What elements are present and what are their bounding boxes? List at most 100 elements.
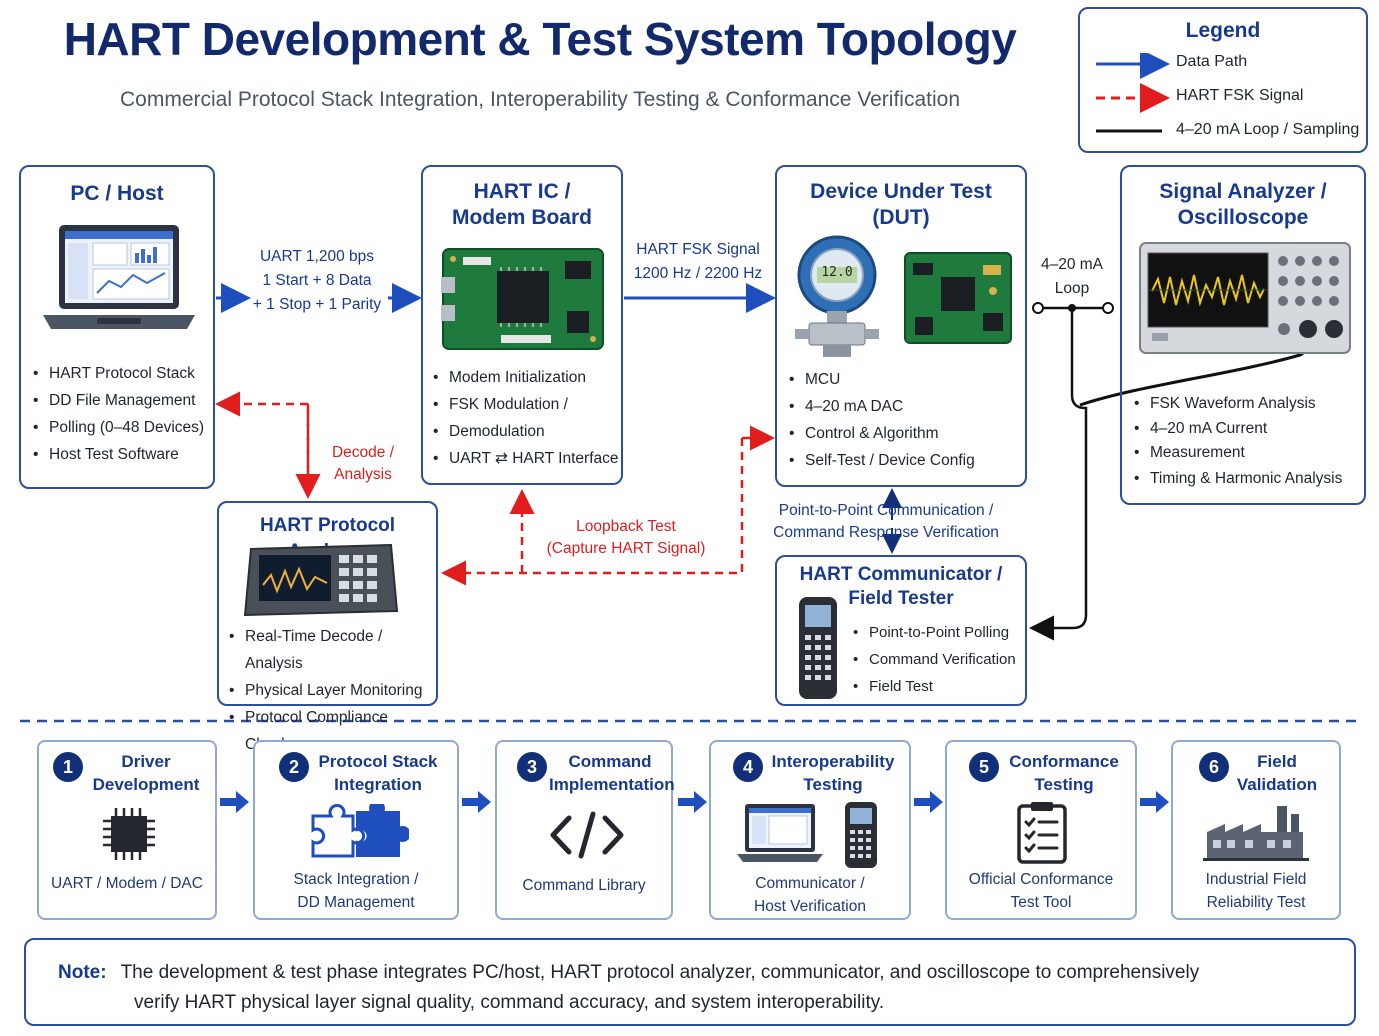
analyzer-item: Physical Layer Monitoring [229,677,436,704]
step-number: 4 [733,752,763,782]
scope-title-line: Oscilloscope [1177,206,1309,229]
step-title: Command Implementation [549,750,675,796]
loop-label: 4–20 mA Loop [1030,253,1114,301]
modem-item: FSK Modulation / [433,391,623,418]
step-title: Conformance Testing [1003,750,1125,796]
decode-arrow [215,391,310,488]
step-driver-development: 1 Driver Development UART / Modem / DAC [37,740,217,920]
checklist-icon [1017,802,1067,864]
loop-label-line: Loop [1054,280,1090,297]
step-interoperability-testing: 4 Interoperability Testing Communicator … [709,740,911,920]
step-title-line: Conformance [1009,752,1119,771]
step-subtitle: Industrial Field Reliability Test [1173,868,1339,914]
step-command-implementation: 3 Command Implementation Command Library [495,740,675,920]
dut-item: Self-Test / Device Config [789,447,975,474]
pc-item: Host Test Software [33,441,204,468]
step-title: Protocol Stack Integration [313,750,443,796]
step-number: 2 [279,752,309,782]
loopback-label-line: (Capture HART Signal) [546,540,706,557]
communicator-item: Command Verification [853,646,1016,673]
step-title-line: Development [92,775,200,794]
legend-item-fsk: HART FSK Signal [1176,87,1304,104]
pc-item: HART Protocol Stack [33,360,204,387]
step-title-line: Driver [121,752,171,771]
loopback-label: Loopback Test (Capture HART Signal) [536,516,716,560]
modem-board-icon [441,248,604,350]
communicator-box: HART Communicator / Field Tester Point-t… [775,555,1027,706]
loopback-path [441,438,744,586]
fsk-label: HART FSK Signal 1200 Hz / 2200 Hz [624,238,772,286]
step-subtitle: Command Library [522,877,646,894]
loopback-label-line: Loopback Test [576,518,676,535]
step-subtitle: Communicator / Host Verification [711,872,909,918]
communicator-item: Point-to-Point Polling [853,619,1016,646]
step-number: 3 [517,752,547,782]
note-box: Note: The development & test phase integr… [24,938,1356,1026]
pc-item: DD File Management [33,387,204,414]
pc-item: Polling (0–48 Devices) [33,414,204,441]
legend-item-loop: 4–20 mA Loop / Sampling [1176,121,1360,138]
laptop-icon [43,225,195,329]
factory-icon [1203,806,1309,861]
analyzer-box: HART Protocol Analyzer Real-Time Decode … [217,501,438,753]
note-line: The development & test phase integrates … [120,962,1200,983]
laptop-handheld-icon [737,802,877,868]
decode-label: Decode / Analysis [316,442,410,486]
modem-item: Modem Initialization [433,364,623,391]
p2p-label: Point-to-Point Communication / Command R… [762,500,1010,544]
step-title-line: Command [568,752,652,771]
step-protocol-stack-integration: 2 Protocol Stack Integration Stack Integ… [253,740,459,920]
dut-title-line: (DUT) [872,206,930,229]
step-number: 6 [1199,752,1229,782]
modem-title: HART IC / Modem Board [423,179,621,231]
p2p-label-line: Point-to-Point Communication / [778,502,994,519]
p2p-label-line: Command Response Verification [773,524,999,541]
page-subtitle: Commercial Protocol Stack Integration, I… [119,88,960,111]
communicator-item: Field Test [853,673,1016,700]
dut-item: 4–20 mA DAC [789,393,975,420]
step-subtitle-line: Stack Integration / [293,871,419,888]
dut-title: Device Under Test (DUT) [777,179,1025,231]
pc-host-title: PC / Host [70,182,164,205]
step-title-line: Implementation [549,775,675,794]
step-number: 1 [53,752,83,782]
scope-item-continued: Measurement [1134,441,1364,465]
transmitter-display: 12.0 [821,265,853,280]
uart-label-line: 1 Start + 8 Data [262,272,372,289]
scope-item: Timing & Harmonic Analysis [1134,465,1364,492]
modem-title-line: HART IC / [473,180,571,203]
step-subtitle: UART / Modem / DAC [51,875,203,892]
analyzer-item: Real-Time Decode / Analysis [229,623,436,677]
step-subtitle-line: Communicator / [755,875,865,892]
scope-title-line: Signal Analyzer / [1159,180,1327,203]
uart-label-line: + 1 Stop + 1 Parity [252,296,382,313]
modem-item: UART ⇄ HART Interface [433,445,623,472]
dut-title-line: Device Under Test [810,180,992,203]
scope-box: Signal Analyzer / Oscilloscope FSK Wavef… [1120,165,1366,505]
step-subtitle: Official Conformance Test Tool [947,868,1135,914]
note-line: verify HART physical layer signal qualit… [134,992,885,1013]
legend: Legend Data Path HART FSK Signal 4–20 mA… [1078,7,1368,153]
note-label: Note: [58,962,107,983]
dut-item: MCU [789,366,975,393]
step-arrow-5 [1140,791,1169,813]
communicator-title-line: Field Tester [848,588,954,609]
uart-label: UART 1,200 bps 1 Start + 8 Data + 1 Stop… [242,245,392,317]
step-conformance-testing: 5 Conformance Testing Official Conforman… [945,740,1137,920]
fsk-label-line: HART FSK Signal [636,241,760,258]
step-arrow-3 [678,791,707,813]
legend-title: Legend [1185,19,1261,42]
transmitter-icon [795,235,879,357]
puzzle-icon [311,804,409,858]
step-number: 5 [969,752,999,782]
page-title: HART Development & Test System Topology [63,13,1017,65]
legend-item-data-path: Data Path [1176,53,1248,70]
step-subtitle-line: DD Management [297,894,415,911]
step-arrow-1 [220,791,249,813]
step-title-line: Testing [803,775,863,794]
communicator-title-line: HART Communicator / [799,564,1003,585]
step-subtitle-line: Test Tool [1010,894,1072,911]
legend-swatches [1096,53,1170,133]
loop-to-communicator [1029,308,1088,641]
modem-item-continued: Demodulation [433,418,623,445]
